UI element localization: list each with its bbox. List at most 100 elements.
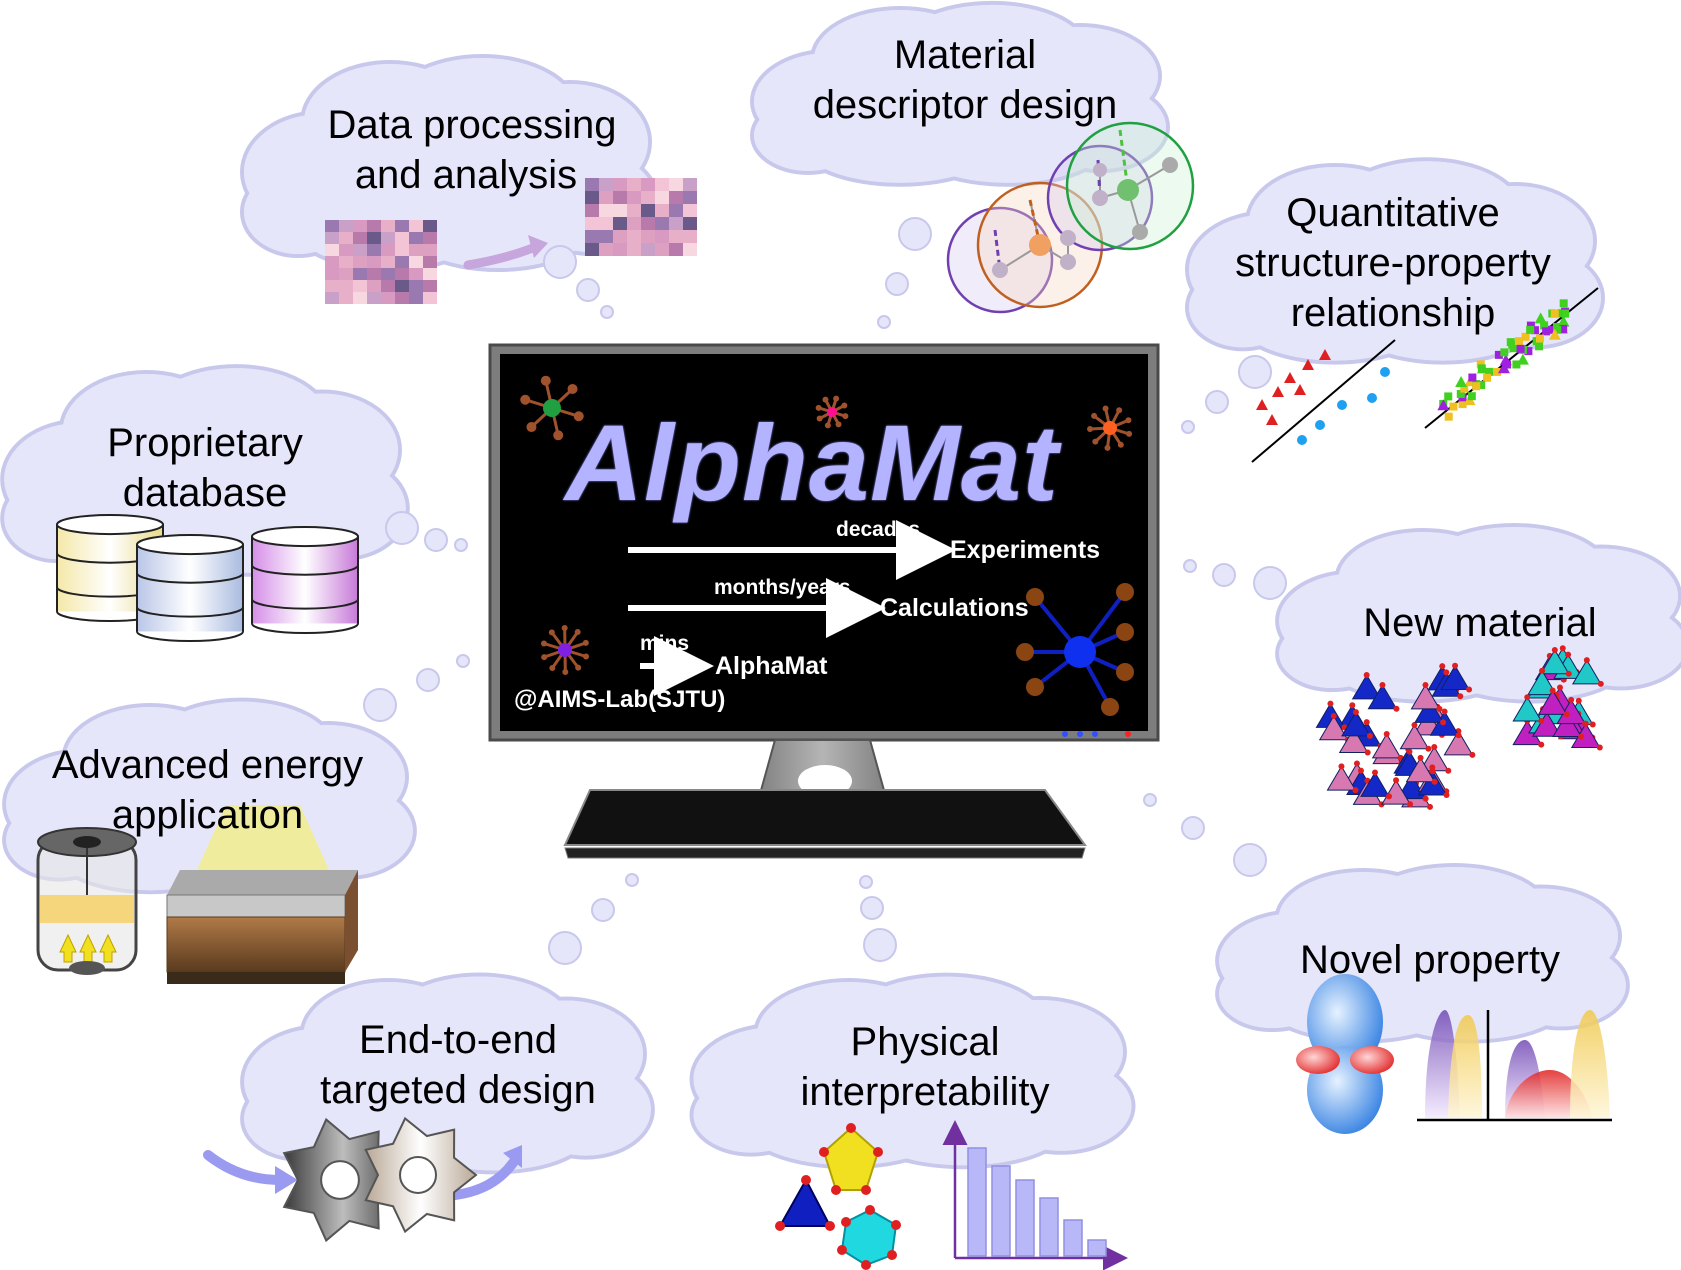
heatmap-cell [585, 217, 599, 230]
heatmap-cell [395, 256, 409, 268]
scatter-point [1526, 325, 1535, 334]
scatter-point [1512, 360, 1521, 369]
heatmap-cell [367, 220, 381, 232]
thought-cloud [750, 0, 1170, 187]
mins-label: mins [640, 632, 690, 655]
heatmap-cell [381, 292, 395, 304]
thought-bubble [454, 538, 468, 552]
heatmap-cell [423, 232, 437, 244]
heatmap-cell [381, 232, 395, 244]
crystal-polyhedron [1531, 711, 1562, 737]
scatter-point [1516, 344, 1525, 353]
heatmap-cell [339, 232, 353, 244]
heatmap-cell [585, 243, 599, 256]
thought-bubble [1233, 843, 1267, 877]
thought-bubble [1181, 420, 1195, 434]
thought-bubble [863, 928, 897, 962]
experiments-label: Experiments [950, 536, 1101, 564]
thought-cloud [689, 972, 1136, 1170]
heatmap-cell [367, 292, 381, 304]
heatmap-icon [325, 220, 437, 304]
heatmap-cell [409, 280, 423, 292]
scatter-point [1484, 367, 1493, 376]
heatmap-cell [409, 292, 423, 304]
scatter-point [1542, 327, 1551, 336]
thought-bubble [898, 217, 932, 251]
scatter-point [1521, 332, 1530, 341]
thought-cloud [1275, 523, 1681, 704]
heatmap-cell [353, 244, 367, 256]
heatmap-cell [325, 244, 339, 256]
scatter-point [1319, 349, 1331, 360]
heatmap-cell [655, 230, 669, 243]
heatmap-cell [381, 256, 395, 268]
scatter-point [1294, 384, 1306, 395]
heatmap-cell [683, 243, 697, 256]
scatter-point [1561, 309, 1570, 318]
scatter-plot-icon [1251, 339, 1396, 463]
thought-bubble [416, 668, 440, 692]
scatter-point [1272, 386, 1284, 397]
scatter-point [1472, 382, 1481, 391]
heatmap-cell [381, 280, 395, 292]
scatter-point [1477, 381, 1486, 390]
heatmap-cell [669, 230, 683, 243]
heatmap-cell [669, 217, 683, 230]
heatmap-cell [613, 243, 627, 256]
heatmap-cell [353, 232, 367, 244]
heatmap-cell [683, 178, 697, 191]
heatmap-cell [683, 191, 697, 204]
crystal-polyhedron [1367, 684, 1398, 710]
heatmap-cell [669, 191, 683, 204]
heatmap-cell [353, 220, 367, 232]
heatmap-cell [669, 178, 683, 191]
scatter-point [1535, 342, 1544, 351]
crystal-polyhedron [1537, 689, 1568, 715]
heatmap-cell [381, 268, 395, 280]
crystal-polyhedron [1338, 727, 1369, 754]
crystal-polyhedron [1552, 711, 1583, 738]
solar-layer-icon [166, 805, 358, 984]
scatter-point [1266, 414, 1278, 425]
thought-bubble [1183, 559, 1197, 573]
scatter-point [1559, 324, 1568, 333]
feature-importance-bars-icon [942, 1120, 1128, 1270]
thought-cloud [1185, 157, 1605, 365]
credit-label: @AIMS-Lab(SJTU) [514, 686, 726, 713]
heatmap-cell [599, 217, 613, 230]
heatmap-cell [325, 292, 339, 304]
thought-bubbles [363, 217, 1287, 965]
crystal-polyhedron [1326, 765, 1357, 791]
heatmap-cell [599, 243, 613, 256]
scatter-point [1468, 373, 1477, 382]
heatmap-cell [641, 178, 655, 191]
heatmap-cell [627, 204, 641, 217]
heatmap-cell [423, 256, 437, 268]
heatmap-cell [599, 178, 613, 191]
thought-bubble [1181, 816, 1205, 840]
heatmap-cell [381, 220, 395, 232]
heatmap-cell [655, 243, 669, 256]
heatmap-cell [613, 204, 627, 217]
heatmap-cell [585, 204, 599, 217]
scatter-point [1460, 384, 1469, 393]
heatmap-cell [367, 268, 381, 280]
thought-bubble [548, 931, 582, 965]
scatter-point [1503, 360, 1512, 369]
scatter-point [1494, 350, 1503, 359]
heatmap-cell [585, 191, 599, 204]
crystal-structure-icon [1512, 645, 1604, 751]
heatmap-cell [381, 244, 395, 256]
heatmap-cell [423, 292, 437, 304]
heatmap-cell [641, 204, 655, 217]
thought-bubble [860, 896, 884, 920]
heatmap-cell [641, 191, 655, 204]
scatter-point [1509, 344, 1518, 353]
crystal-polyhedron [1399, 723, 1430, 750]
heatmap-cell [669, 243, 683, 256]
scatter-point [1548, 328, 1561, 340]
heatmap-cell [683, 230, 697, 243]
